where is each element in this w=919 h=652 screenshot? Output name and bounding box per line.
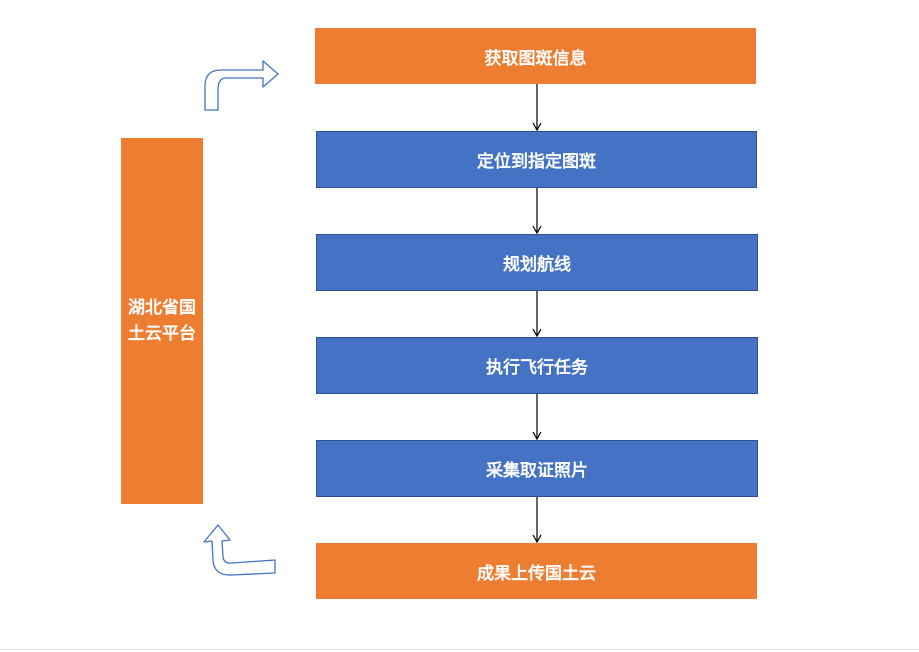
step-collect-photos: 采集取证照片 — [316, 440, 758, 497]
step-label: 获取图斑信息 — [484, 48, 587, 69]
step-execute-flight: 执行飞行任务 — [316, 337, 758, 394]
step-label: 采集取证照片 — [486, 461, 588, 481]
curved-arrow-up-left-icon — [203, 524, 276, 576]
step-locate-patch: 定位到指定图斑 — [316, 131, 757, 188]
step-get-patch-info: 获取图斑信息 — [315, 28, 756, 84]
platform-label: 湖北省国土云平台 — [128, 298, 196, 344]
step-label: 执行飞行任务 — [486, 358, 588, 378]
step-label: 定位到指定图斑 — [477, 152, 596, 172]
step-label: 成果上传国土云 — [477, 563, 596, 584]
platform-box: 湖北省国土云平台 — [121, 138, 203, 504]
bottom-divider — [0, 649, 919, 650]
step-plan-route: 规划航线 — [316, 234, 758, 291]
curved-arrow-up-right-icon — [204, 60, 279, 111]
step-label: 规划航线 — [503, 255, 571, 275]
step-upload-results: 成果上传国土云 — [316, 543, 757, 599]
